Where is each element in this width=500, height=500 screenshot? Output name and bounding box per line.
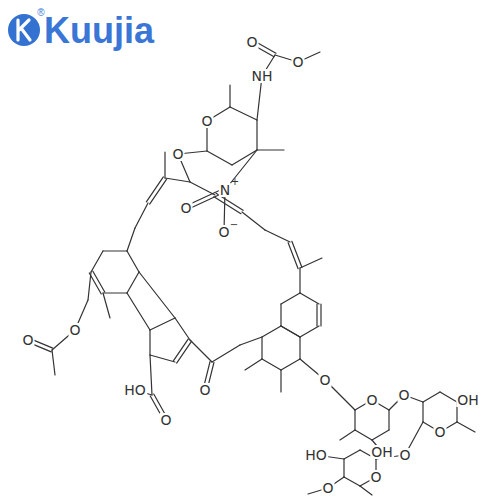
atom-label: O: [68, 323, 81, 337]
atom-label: O: [198, 383, 211, 397]
atom-label: HO: [304, 448, 328, 462]
bond-line: [212, 345, 240, 362]
bond-line: [355, 430, 372, 440]
bond-line: [207, 151, 232, 165]
logo-k-mark: [18, 20, 30, 40]
bond-line: [149, 330, 150, 355]
atom-label: N: [219, 183, 231, 197]
bond-line: [150, 318, 175, 330]
bond-line: [190, 340, 212, 362]
bond-line: [340, 430, 355, 440]
atom-label: O: [397, 388, 410, 402]
atom-label: HO: [123, 383, 147, 397]
bond-line: [103, 292, 127, 293]
bond-line: [245, 359, 262, 370]
bond-line: [164, 152, 165, 178]
atom-label: O: [398, 448, 411, 462]
bond-line: [150, 179, 167, 204]
bond-line: [288, 243, 298, 269]
bond-line: [165, 178, 190, 182]
bond-line: [127, 272, 139, 293]
bond-line: [360, 486, 372, 495]
bond-line: [281, 326, 300, 337]
registered-mark: ®: [37, 8, 44, 18]
bond-line: [457, 422, 475, 432]
bond-line: [354, 410, 355, 430]
logo-icon: [8, 14, 40, 46]
charge-sign: +: [231, 177, 239, 187]
bond-line: [190, 182, 215, 195]
bond-line: [281, 326, 300, 337]
bond-line: [280, 304, 281, 326]
bond-line: [150, 355, 175, 362]
bond-line: [232, 150, 257, 165]
atom-label: O: [21, 333, 34, 347]
bond-line: [343, 459, 344, 477]
atom-label: O: [217, 225, 230, 239]
bond-line: [139, 272, 175, 318]
bond-line: [103, 250, 127, 251]
bond-line: [281, 359, 300, 370]
bond-line: [88, 272, 91, 300]
bond-line: [300, 326, 319, 337]
bond-line: [300, 293, 319, 304]
bond-line: [388, 410, 389, 430]
bond-line: [300, 258, 322, 268]
atom-label: O: [321, 481, 334, 495]
bond-line: [281, 293, 300, 304]
bond-line: [103, 293, 110, 318]
bond-line: [240, 337, 262, 345]
bond-line: [135, 203, 148, 228]
atom-label: OH: [370, 445, 394, 459]
bond-line: [280, 370, 281, 392]
atom-label: O: [245, 35, 258, 49]
logo-circle: [8, 14, 40, 46]
watermark-logo-text: Kuujia: [44, 13, 154, 49]
bond-line: [257, 149, 284, 150]
atom-label: O: [369, 470, 382, 484]
bond-line: [230, 107, 257, 120]
bond-line: [150, 355, 152, 395]
atom-label: O: [179, 201, 192, 215]
atom-label: O: [200, 114, 213, 128]
bond-line: [440, 392, 457, 402]
charge-sign: −: [230, 220, 238, 230]
bond-line: [256, 120, 257, 150]
bond-line: [261, 337, 262, 359]
bond-line: [52, 350, 55, 375]
bond-line: [299, 268, 300, 293]
bond-line: [229, 85, 230, 107]
bond-line: [262, 359, 281, 370]
bond-line: [320, 304, 321, 326]
bond-line: [344, 477, 360, 486]
bond-line: [177, 341, 192, 363]
bond-line: [175, 318, 190, 340]
bond-line: [214, 197, 241, 214]
bond-line: [127, 293, 150, 330]
bond-line: [299, 337, 300, 359]
atom-label: NH: [251, 69, 274, 83]
bond-line: [372, 430, 389, 440]
bond-line: [344, 450, 360, 459]
atom-label: O: [318, 373, 331, 387]
bond-line: [265, 230, 290, 242]
bond-line: [127, 251, 139, 272]
bond-line: [91, 251, 103, 272]
bond-line: [127, 228, 135, 251]
atom-label: O: [171, 147, 184, 161]
atom-label: O: [291, 55, 304, 69]
bond-line: [422, 402, 423, 422]
bond-line: [316, 304, 317, 326]
bond-line: [292, 241, 302, 267]
bond-line: [146, 177, 163, 202]
atom-label: O: [159, 413, 172, 427]
bond-lines: [27, 40, 475, 495]
atom-label: O: [433, 425, 446, 439]
atom-label: OH: [456, 393, 480, 407]
atom-label: O: [365, 393, 378, 407]
bond-line: [262, 326, 281, 337]
bond-line: [423, 392, 440, 402]
bond-line: [242, 212, 265, 230]
